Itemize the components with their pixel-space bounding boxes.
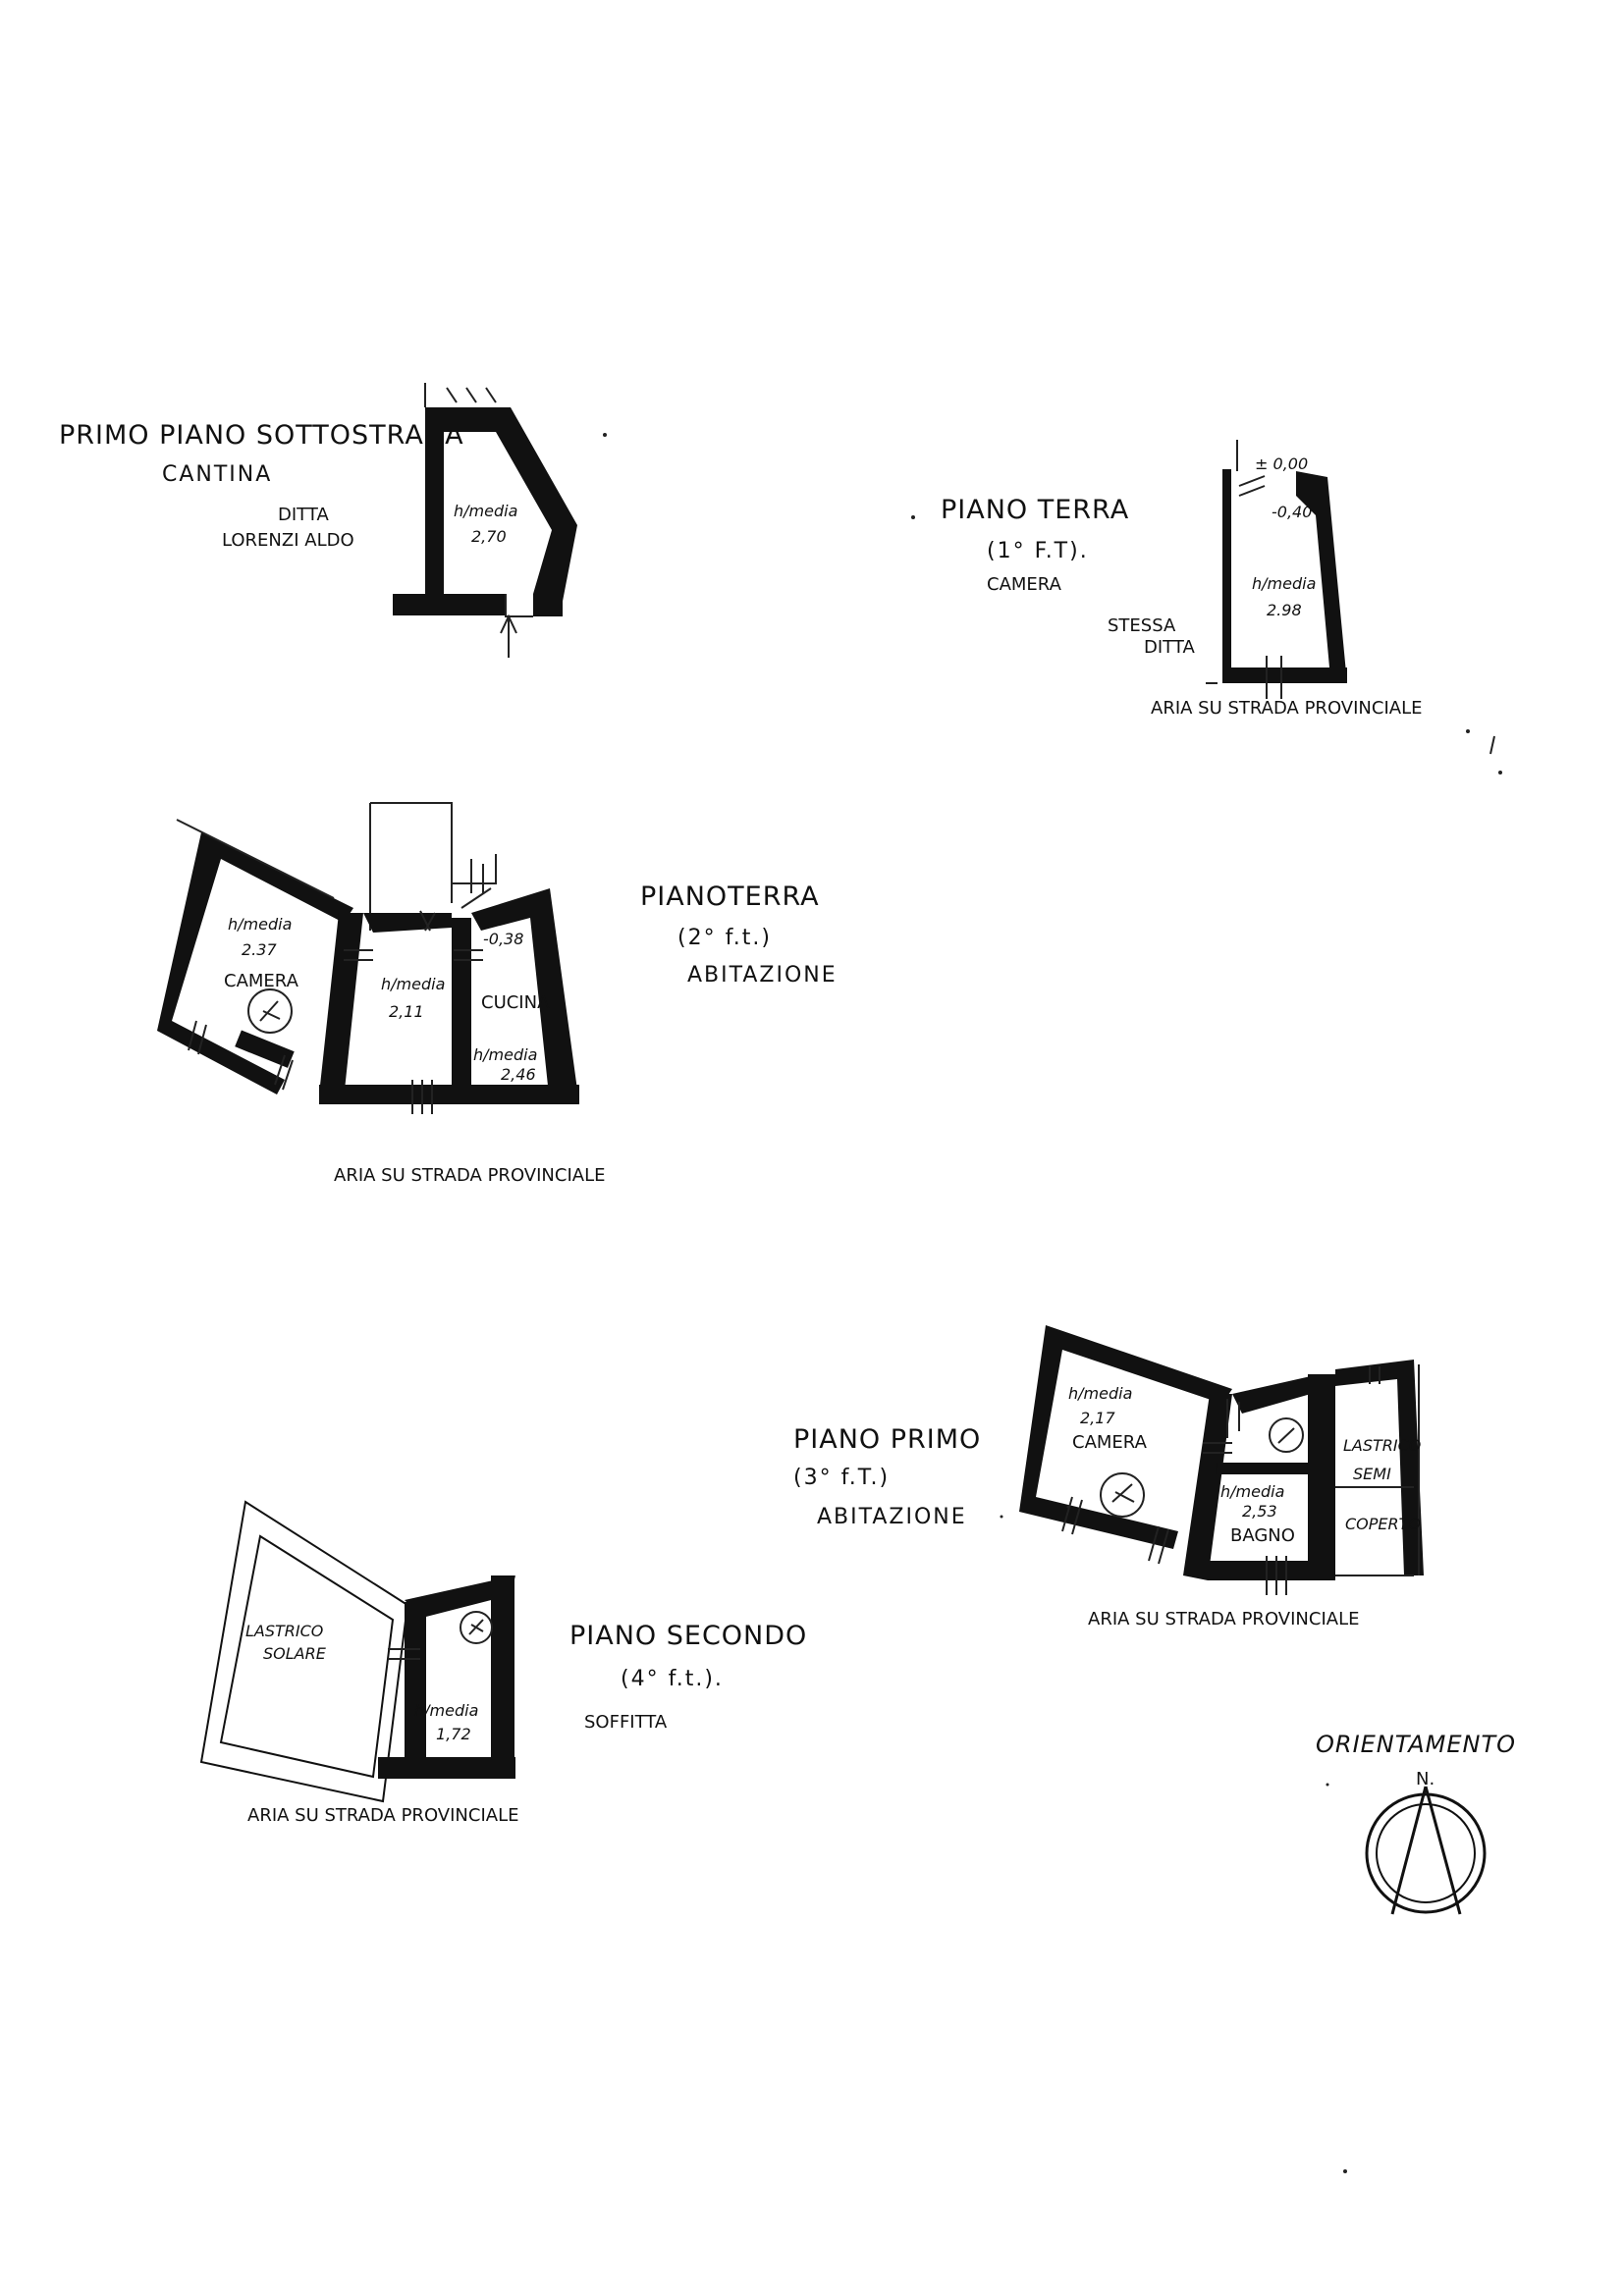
pt2-street: ARIA SU STRADA PROVINCIALE: [334, 1165, 605, 1186]
pt2-middle-height-label: h/media: [381, 975, 445, 993]
plan-piano-terra-1: PIANO TERRA (1° F.T). CAMERA STESSA DITT…: [941, 440, 1422, 719]
pp-bagno-label: BAGNO: [1230, 1525, 1295, 1546]
pt2-level: -0,38: [483, 930, 523, 948]
pp-subtitle: (3° f.T.): [793, 1466, 890, 1490]
pt1-owner-line1: STESSA: [1108, 615, 1176, 636]
pt1-owner-line2: DITTA: [1144, 637, 1195, 658]
ps-street: ARIA SU STRADA PROVINCIALE: [247, 1805, 518, 1826]
cantina-owner-line2: LORENZI ALDO: [222, 530, 354, 551]
cantina-owner-line1: DITTA: [278, 505, 329, 525]
orientation-north: N.: [1416, 1769, 1435, 1789]
pp-use: ABITAZIONE: [817, 1505, 967, 1529]
cantina-subtitle: CANTINA: [162, 462, 272, 487]
ps-subtitle: (4° f.t.).: [621, 1667, 724, 1691]
plan-piano-secondo: PIANO SECONDO (4° f.t.). SOFFITTA LASTRI…: [199, 1500, 807, 1826]
pt2-middle-height-value: 2,11: [389, 1002, 424, 1021]
pt2-walls: [157, 802, 579, 1114]
pp-lastrico-line1: LASTRICO: [1343, 1436, 1421, 1455]
pt1-street: ARIA SU STRADA PROVINCIALE: [1151, 698, 1422, 719]
pp-walls: [1019, 1325, 1424, 1595]
pp-street: ARIA SU STRADA PROVINCIALE: [1088, 1609, 1359, 1629]
cantina-title: PRIMO PIANO SOTTOSTRADA: [59, 420, 464, 451]
pt1-level-top: ± 0,00: [1255, 454, 1308, 473]
plan-piano-terra-2: PIANOTERRA (2° f.t.) ABITAZIONE h/medi: [157, 802, 838, 1186]
pt2-cucina-height-label: h/media: [473, 1045, 537, 1064]
plan-cantina: PRIMO PIANO SOTTOSTRADA CANTINA DITTA LO…: [59, 383, 577, 658]
cantina-height-label: h/media: [454, 502, 517, 520]
pt2-camera-height-label: h/media: [228, 915, 292, 934]
pt1-title: PIANO TERRA: [941, 495, 1129, 525]
pp-camera-label: CAMERA: [1072, 1432, 1148, 1453]
cantina-walls: [393, 383, 577, 658]
ps-use: SOFFITTA: [584, 1712, 668, 1733]
compass-icon: [1365, 1786, 1487, 1915]
pt2-use: ABITAZIONE: [687, 963, 838, 988]
ps-lastrico-line1: LASTRICO: [245, 1622, 323, 1640]
pp-camera-height-label: h/media: [1068, 1384, 1132, 1403]
cantina-height-value: 2,70: [471, 527, 507, 546]
pt2-cucina-label: CUCINA: [481, 992, 550, 1013]
pt1-walls: [1206, 440, 1347, 699]
pp-bagno-height-label: h/media: [1220, 1482, 1284, 1501]
pp-lastrico-line3: COPERTO: [1345, 1515, 1421, 1533]
scan-noise: [603, 433, 1502, 2173]
ps-walls: [199, 1500, 515, 1803]
pp-bagno-height-value: 2,53: [1242, 1502, 1277, 1521]
plan-piano-primo: PIANO PRIMO (3° f.T.) ABITAZIONE h/media…: [793, 1325, 1424, 1629]
ps-title: PIANO SECONDO: [569, 1621, 807, 1651]
pt2-camera-height-value: 2.37: [242, 940, 277, 959]
pt2-camera-label: CAMERA: [224, 971, 299, 991]
pt1-height-value: 2.98: [1267, 601, 1302, 619]
ps-height-value: 1,72: [436, 1725, 471, 1743]
pt2-cucina-height-value: 2,46: [501, 1065, 536, 1084]
pt2-title: PIANOTERRA: [640, 881, 820, 912]
pp-camera-height-value: 2,17: [1080, 1409, 1115, 1427]
pp-title: PIANO PRIMO: [793, 1424, 981, 1455]
ps-lastrico-line2: SOLARE: [263, 1644, 327, 1663]
pt2-subtitle: (2° f.t.): [677, 926, 772, 950]
orientation-compass: ORIENTAMENTO N.: [1316, 1731, 1516, 1915]
pt1-level-low: -0,40: [1272, 503, 1312, 521]
pt1-height-label: h/media: [1252, 574, 1316, 593]
pt1-room: CAMERA: [987, 574, 1062, 595]
pp-lastrico-line2: SEMI: [1353, 1465, 1391, 1483]
pt1-subtitle: (1° F.T).: [987, 539, 1089, 563]
orientation-label: ORIENTAMENTO: [1316, 1731, 1516, 1758]
ps-height-label: h/media: [414, 1701, 478, 1720]
